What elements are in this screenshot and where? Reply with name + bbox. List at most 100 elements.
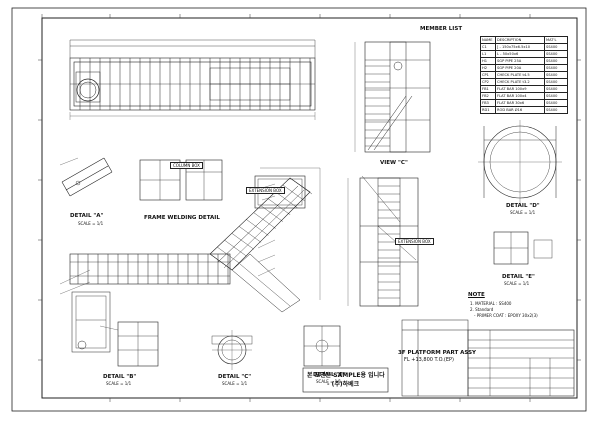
detail-f-scale: SCALE = 1/1 bbox=[316, 379, 342, 384]
member-list-cell: SS400 bbox=[544, 106, 568, 114]
member-list-cell: SGP PIPE 20A bbox=[495, 64, 545, 72]
outer-border bbox=[11, 7, 587, 412]
drawing-stroke bbox=[289, 177, 313, 195]
member-list-cell: SS400 bbox=[544, 64, 568, 72]
member-list-cell: SS400 bbox=[544, 92, 568, 100]
member-list-header-cell: DESCRIPTION bbox=[495, 36, 545, 44]
detail-d-drawing bbox=[478, 120, 562, 204]
detail-f-label: DETAIL "F" bbox=[313, 372, 346, 378]
member-list-cell: RD1 bbox=[480, 106, 496, 114]
member-list-cell: CHECK PLATE t3.2 bbox=[495, 78, 545, 86]
detail-c-scale: SCALE = 1/1 bbox=[222, 381, 248, 386]
title-block bbox=[467, 329, 575, 397]
member-list-cell: SS400 bbox=[544, 78, 568, 86]
note-title: NOTE bbox=[468, 292, 485, 298]
member-list-cell: SGP PIPE 25A bbox=[495, 57, 545, 65]
drawing-stroke bbox=[268, 198, 291, 215]
member-list-cell: [ - 150x75x6.5x10 bbox=[495, 43, 545, 51]
detail-b-scale: SCALE = 1/1 bbox=[106, 381, 132, 386]
member-list-header-cell: NAME bbox=[480, 36, 496, 44]
detail-a-drawing bbox=[59, 157, 113, 197]
member-list-cell: FLAT BAR 100x4 bbox=[495, 92, 545, 100]
border-ticks bbox=[38, 14, 581, 402]
platform-title: 3F PLATFORM PART ASSY bbox=[398, 350, 477, 356]
revision-strip bbox=[401, 319, 469, 397]
frame-welding-detail-drawing bbox=[139, 159, 223, 201]
member-list-cell: SS400 bbox=[544, 71, 568, 79]
member-list-cell: SS400 bbox=[544, 57, 568, 65]
member-list-cell: FLAT BAR 30x6 bbox=[495, 99, 545, 107]
member-list-cell: H1 bbox=[480, 57, 496, 65]
member-list-title: MEMBER LIST bbox=[420, 26, 463, 32]
detail-e-label: DETAIL "E" bbox=[502, 274, 535, 280]
view-c-label: VIEW "C" bbox=[380, 160, 408, 166]
member-list-cell: SS400 bbox=[544, 50, 568, 58]
drawing-stroke bbox=[224, 240, 247, 257]
detail-d-label: DETAIL "D" bbox=[506, 203, 540, 209]
drawing-stroke bbox=[282, 184, 305, 202]
member-list-cell: FB3 bbox=[480, 99, 496, 107]
member-list-cell: FB1 bbox=[480, 85, 496, 93]
member-list-cell: SS400 bbox=[544, 85, 568, 93]
detail-c-label: DETAIL "C" bbox=[218, 374, 252, 380]
top-plan-view bbox=[69, 39, 316, 120]
member-list-cell: CP2 bbox=[480, 78, 496, 86]
member-list-cell: SS400 bbox=[544, 99, 568, 107]
sample-stamp-line-1: 본 도면은 SAMPLE용 입니다 bbox=[307, 372, 385, 379]
drawing-stroke bbox=[260, 205, 284, 222]
drawing-stroke bbox=[253, 212, 276, 229]
stair-plan-view bbox=[59, 167, 321, 353]
column-box-tag: COLUMN BOX bbox=[170, 162, 203, 169]
extension-box-tag-2: EXTENSION BOX bbox=[395, 238, 434, 245]
detail-b-drawing bbox=[99, 321, 159, 367]
frame-welding-label: FRAME WELDING DETAIL bbox=[144, 215, 220, 221]
platform-elevation: FL +13,800 T.O.(EP) bbox=[404, 357, 454, 363]
drawing-stroke bbox=[217, 246, 240, 264]
note-line-3: - PRIMER COAT : EPOXY 30x2(3) bbox=[474, 313, 538, 318]
member-list-cell: H2 bbox=[480, 64, 496, 72]
note-line-2: 2. Standard bbox=[470, 307, 494, 312]
note-line-1: 1. MATERIAL : SS400 bbox=[470, 301, 512, 306]
detail-e-drawing bbox=[493, 231, 553, 265]
view-c-drawing bbox=[354, 41, 431, 153]
member-list-cell: SS400 bbox=[544, 43, 568, 51]
sample-stamp-box bbox=[302, 367, 389, 393]
drawing-stroke bbox=[238, 226, 262, 243]
drawing-stroke bbox=[231, 233, 254, 250]
detail-f-drawing bbox=[303, 325, 341, 367]
inner-border bbox=[41, 17, 578, 399]
member-list-cell: FB2 bbox=[480, 92, 496, 100]
member-list-cell: C1 bbox=[480, 43, 496, 51]
detail-c-drawing bbox=[211, 330, 253, 370]
sample-stamp-line-2: - (주)하베크 bbox=[327, 381, 360, 388]
member-list-cell: ROD BAR Ø16 bbox=[495, 106, 545, 114]
member-list-cell: CP1 bbox=[480, 71, 496, 79]
drawing-stroke bbox=[246, 219, 269, 236]
member-list-cell: CHECK PLATE t4.5 bbox=[495, 71, 545, 79]
extension-box-tag-1: EXTENSION BOX bbox=[246, 187, 285, 194]
member-list-header-cell: MAT'L bbox=[544, 36, 568, 44]
detail-d-scale: SCALE = 1/1 bbox=[510, 210, 536, 215]
member-list-cell: L1 bbox=[480, 50, 496, 58]
member-list-cell: L - 50x50x6 bbox=[495, 50, 545, 58]
detail-b-label: DETAIL "B" bbox=[103, 374, 137, 380]
detail-a-scale: SCALE = 1/1 bbox=[78, 221, 104, 226]
detail-e-scale: SCALE = 1/1 bbox=[504, 281, 530, 286]
drawing-stroke bbox=[209, 253, 233, 271]
detail-a-label: DETAIL "A" bbox=[70, 213, 104, 219]
member-list-cell: FLAT BAR 100x9 bbox=[495, 85, 545, 93]
